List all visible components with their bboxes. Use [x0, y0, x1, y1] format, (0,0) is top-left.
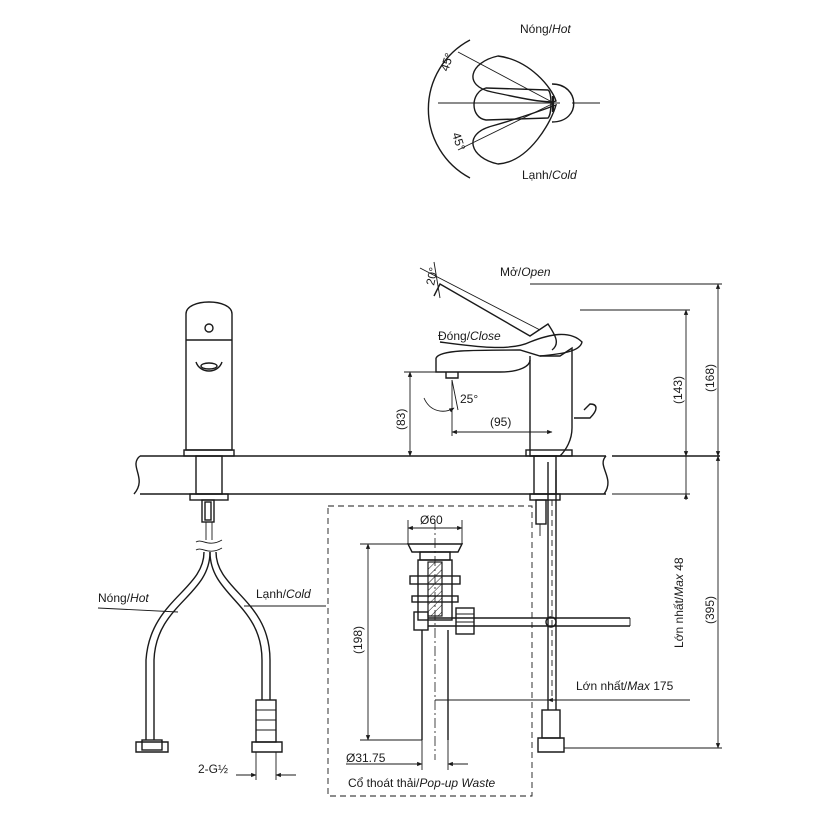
open-label: Mở/Open: [500, 265, 551, 279]
dim-spout-height: (83): [394, 409, 408, 430]
front-view-faucet: 2-G½ Nóng/Hot Lạnh/Cold: [97, 301, 326, 780]
popup-waste: Ø60 (198) Ø31.75 Lớn nhất/Max 175 Cổ tho…: [327, 505, 690, 797]
hot-label-front: Nóng/Hot: [98, 591, 149, 605]
rotation-arc: [427, 39, 471, 179]
dim-waste-height: (198): [351, 626, 365, 654]
max-48-label: Lớn nhất/Max 48: [672, 557, 686, 648]
lever-close: [439, 333, 583, 357]
waste-box: [327, 505, 533, 797]
angle-spout-label: 25°: [460, 392, 478, 406]
handle-cold-position: [472, 103, 558, 165]
handle-hot-position: [472, 55, 557, 103]
faucet-body-front: [185, 301, 233, 451]
cold-label-top: Lạnh/Cold: [522, 168, 577, 182]
cold-hose: [209, 551, 263, 700]
cold-label-front: Lạnh/Cold: [256, 587, 311, 601]
hot-hose: [145, 551, 205, 740]
faucet-body-side: [435, 346, 573, 457]
lever-open: [433, 283, 558, 351]
dim-body-height: (143): [671, 376, 685, 404]
hot-label-top: Nóng/Hot: [520, 22, 571, 36]
close-label: Đóng/Close: [438, 329, 501, 343]
dia-top-label: Ø60: [420, 513, 443, 527]
dia-bottom-label: Ø31.75: [346, 751, 386, 765]
angle-upper-label: 45°: [438, 51, 457, 73]
handle-top-view: 45° 45° Nóng/Hot Lạnh/Cold: [427, 22, 600, 182]
waste-caption: Cổ thoát thải/Pop-up Waste: [348, 776, 496, 790]
angle-lever-label: 20°: [423, 266, 441, 287]
thread-label: 2-G½: [198, 762, 228, 776]
max-175-label: Lớn nhất/Max 175: [576, 679, 674, 693]
angle-lower-label: 45°: [449, 131, 468, 153]
handle-center: [473, 87, 552, 121]
dim-overall: (395): [703, 596, 717, 624]
side-view-faucet: 25° 20° Mở/Open Đóng/Close (83) (95) (14…: [394, 261, 722, 753]
dim-spout-reach: (95): [490, 415, 511, 429]
dim-total-height: (168): [703, 364, 717, 392]
